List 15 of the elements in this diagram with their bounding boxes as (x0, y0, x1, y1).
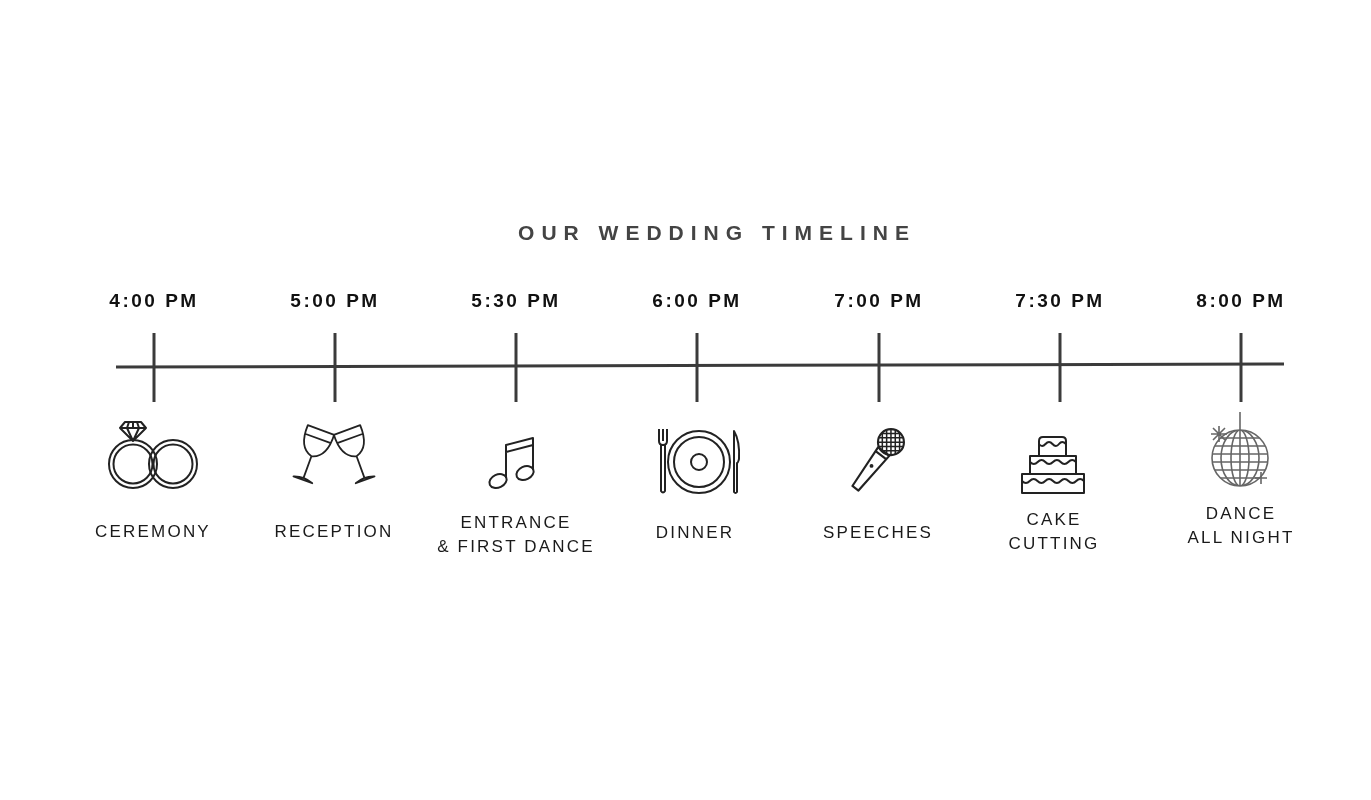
event-label: DINNER (655, 522, 735, 544)
event-label: RECEPTION (274, 521, 394, 543)
timeline-title: OUR WEDDING TIMELINE (518, 221, 916, 245)
event-label: CEREMONY (95, 521, 211, 543)
event-label: DANCE ALL NIGHT (1187, 503, 1295, 549)
time-label: 6:00 PM (652, 290, 742, 312)
event-label: ENTRANCE & FIRST DANCE (437, 512, 595, 558)
time-label: 7:00 PM (834, 290, 924, 312)
time-label: 4:00 PM (109, 290, 199, 312)
event-label: CAKE CUTTING (1008, 509, 1100, 555)
event-label: SPEECHES (822, 522, 934, 544)
time-label: 5:00 PM (290, 290, 380, 312)
time-label: 7:30 PM (1015, 290, 1105, 312)
time-label: 8:00 PM (1196, 290, 1286, 312)
time-label: 5:30 PM (471, 290, 561, 312)
